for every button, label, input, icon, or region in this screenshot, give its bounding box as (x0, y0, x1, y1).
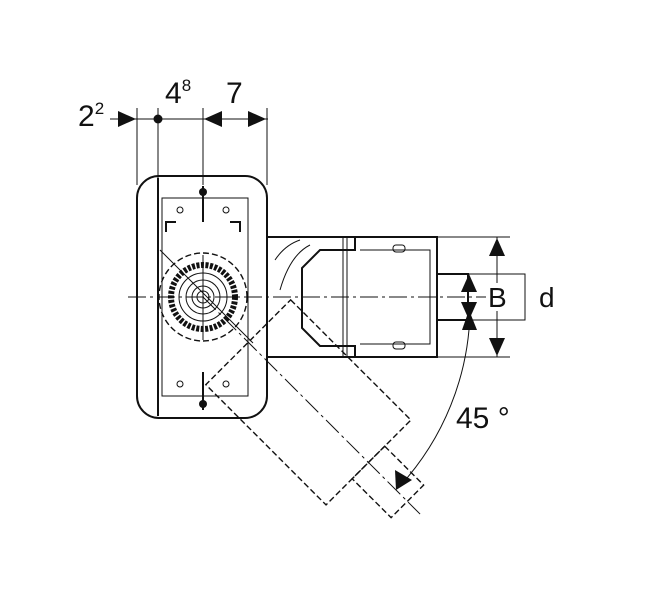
dimension-B-d: B d (437, 236, 555, 358)
top-dimension-chain: 22 48 7 (78, 76, 268, 185)
dimension-2-2: 22 (78, 99, 104, 133)
rotated-outlet-dashed (202, 296, 425, 519)
dimension-d: d (539, 282, 555, 313)
dimension-4-8: 48 (165, 76, 191, 110)
dimension-B: B (488, 282, 507, 313)
dimension-7: 7 (226, 77, 243, 110)
angle-dimension: 45 ° (395, 310, 510, 490)
angle-45-label: 45 ° (456, 402, 510, 435)
horizontal-outlet (267, 236, 469, 358)
